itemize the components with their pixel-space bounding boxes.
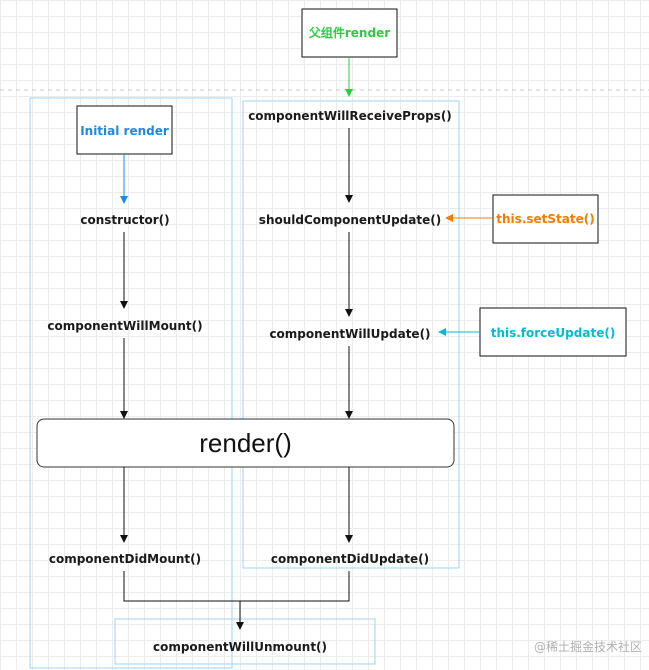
will-mount-node: componentWillMount() bbox=[47, 319, 202, 333]
will-update-node: componentWillUpdate() bbox=[269, 327, 430, 341]
should-update-node: shouldComponentUpdate() bbox=[259, 213, 441, 227]
watermark: @稀土掘金技术社区 bbox=[534, 639, 642, 654]
initial-render-label: Initial render bbox=[80, 124, 169, 138]
will-unmount-node: componentWillUnmount() bbox=[153, 640, 327, 654]
merge-connector bbox=[123, 571, 350, 602]
mount-group bbox=[29, 97, 233, 669]
initial-render-node: Initial render bbox=[76, 105, 173, 155]
force-update-label: this.forceUpdate() bbox=[491, 326, 616, 340]
parent-render-node: 父组件render bbox=[301, 8, 398, 58]
set-state-node: this.setState() bbox=[492, 194, 599, 244]
did-update-node: componentDidUpdate() bbox=[271, 552, 429, 566]
parent-render-label: 父组件render bbox=[308, 25, 390, 40]
constructor-node: constructor() bbox=[80, 213, 169, 227]
set-state-label: this.setState() bbox=[496, 212, 594, 226]
update-group bbox=[242, 100, 460, 569]
render-label: render() bbox=[199, 428, 291, 458]
will-receive-props-node: componentWillReceiveProps() bbox=[248, 109, 452, 123]
force-update-node: this.forceUpdate() bbox=[479, 307, 627, 357]
render-node: render() bbox=[36, 418, 455, 468]
did-mount-node: componentDidMount() bbox=[49, 552, 201, 566]
unmount-group bbox=[114, 618, 376, 665]
